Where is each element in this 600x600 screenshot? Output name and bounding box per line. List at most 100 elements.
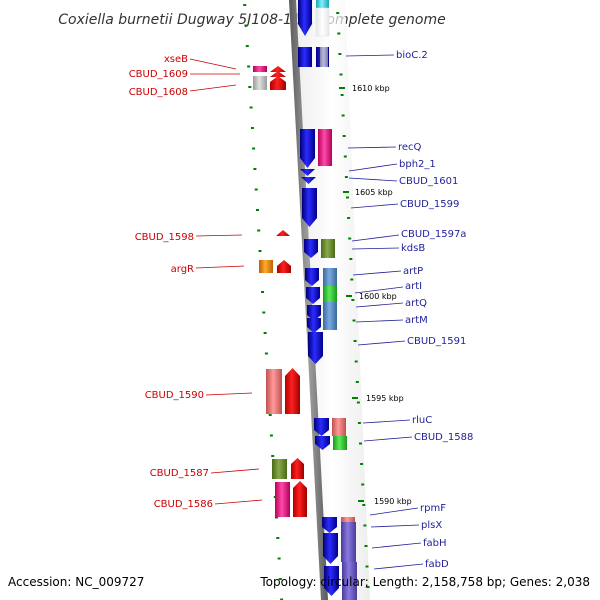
tick-dot <box>359 442 362 445</box>
gene-arrow-reverse <box>300 169 315 176</box>
gene-block <box>253 66 267 72</box>
gene-arrow-forward <box>291 458 304 479</box>
gene-block <box>275 482 290 517</box>
gene-block <box>315 7 330 37</box>
gene-arrow-reverse <box>305 268 319 286</box>
gene-block <box>266 369 282 414</box>
gene-block <box>342 562 357 600</box>
tick-dot <box>254 188 258 191</box>
gene-arrow-reverse <box>307 305 321 321</box>
tick-dot <box>247 65 251 68</box>
gene-label-CBUD_1598: CBUD_1598 <box>135 232 194 243</box>
tick-label-1600: 1600 kbp <box>359 292 397 301</box>
gene-block <box>323 302 337 330</box>
gene-label-CBUD_1601: CBUD_1601 <box>399 176 458 187</box>
right-label-leaders <box>345 54 424 570</box>
tick-dot <box>347 217 351 219</box>
position-ticks: 1610 kbp 1605 kbp 1600 kbp 1595 kbp 1590… <box>339 84 412 506</box>
tick-dot <box>261 291 264 293</box>
tick-dot <box>269 434 273 437</box>
gene-label-artI: artI <box>405 281 422 292</box>
gene-block <box>333 436 347 450</box>
gene-label-CBUD_1608: CBUD_1608 <box>129 87 188 98</box>
tick-dot <box>250 127 254 129</box>
gene-block <box>323 268 337 286</box>
gene-label-argR: argR <box>171 264 194 275</box>
gene-arrow-forward <box>270 76 286 90</box>
tick-dot <box>258 250 262 252</box>
tick-label-1610: 1610 kbp <box>352 84 390 93</box>
tick-dot <box>341 114 345 117</box>
tick-dot <box>340 94 344 96</box>
tick-dot <box>361 483 365 486</box>
tick-dot <box>365 565 369 568</box>
gene-arrow-reverse <box>322 517 337 533</box>
gene-block <box>323 286 337 302</box>
gene-arrow-forward <box>277 260 291 273</box>
tick-dot <box>271 455 275 457</box>
tick-dot <box>363 524 367 527</box>
tick-dot <box>264 352 268 355</box>
gene-arrow-forward <box>270 66 286 72</box>
gene-label-CBUD_1590: CBUD_1590 <box>145 390 204 401</box>
tick-dot <box>263 332 267 334</box>
gene-block <box>341 522 356 562</box>
tick-dot <box>366 586 370 588</box>
gene-label-recQ: recQ <box>398 142 422 153</box>
gene-label-bph2_1: bph2_1 <box>399 159 436 170</box>
gene-label-fabD: fabD <box>425 559 449 570</box>
tick-dot <box>339 73 343 76</box>
tick-dot <box>336 12 340 14</box>
tick-dot <box>351 299 355 301</box>
tick-dot <box>275 516 278 519</box>
accession-text: Accession: NC_009727 <box>8 575 144 589</box>
gene-arrow-forward <box>285 368 300 414</box>
gene-block <box>321 239 335 258</box>
tick-dot <box>349 258 353 260</box>
tick-dot <box>357 422 361 424</box>
tick-dot <box>268 414 272 416</box>
tick-dot <box>346 196 349 199</box>
tick-dot <box>256 209 259 211</box>
left-label-leaders <box>189 58 263 505</box>
gene-label-artP: artP <box>403 266 423 277</box>
gene-label-plsX: plsX <box>421 520 442 531</box>
tick-dot <box>364 545 368 547</box>
gene-arrow-forward <box>270 71 286 77</box>
tick-dot <box>338 53 342 55</box>
tick-dot <box>360 463 364 465</box>
gene-arrow-reverse <box>307 318 321 333</box>
tick-dot <box>352 319 356 322</box>
tick-label-1605: 1605 kbp <box>355 188 393 197</box>
tick-dot <box>249 106 253 109</box>
gene-label-artM: artM <box>405 315 428 326</box>
gene-block <box>316 0 329 8</box>
gene-arrow-reverse <box>302 188 317 227</box>
tick-dot <box>243 4 247 6</box>
tick-dot <box>356 401 360 404</box>
genome-summary-text: Topology: circular; Length: 2,158,758 bp… <box>259 575 590 589</box>
tick-dot <box>280 598 284 600</box>
gene-block <box>298 0 312 24</box>
gene-label-artQ: artQ <box>405 298 427 309</box>
tick-dot <box>262 311 266 314</box>
tick-dot <box>244 24 248 27</box>
gene-arrow-forward <box>293 481 307 517</box>
gene-label-CBUD_1609: CBUD_1609 <box>129 69 188 80</box>
right-labels: bioC.2 recQ bph2_1 CBUD_1601 CBUD_1599 C… <box>396 50 473 570</box>
gene-arrow-reverse <box>306 287 320 304</box>
tick-dot <box>353 340 357 342</box>
tick-dot <box>257 229 261 232</box>
tick-dot <box>342 135 346 137</box>
gene-block <box>320 47 328 67</box>
gene-block <box>259 260 273 273</box>
gene-arrow-reverse <box>308 332 323 364</box>
gene-block <box>272 459 287 479</box>
tick-label-1595: 1595 kbp <box>366 394 404 403</box>
gene-label-CBUD_1597a: CBUD_1597a <box>401 229 466 240</box>
gene-arrow-reverse <box>301 177 316 184</box>
gene-arrow-reverse <box>315 436 330 450</box>
tick-dot <box>343 155 347 158</box>
